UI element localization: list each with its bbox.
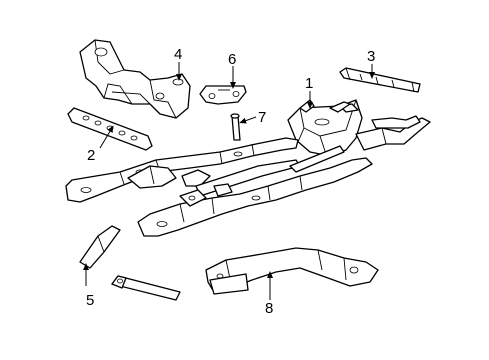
part-8-side-rail	[205, 247, 379, 295]
callout-1: 1	[305, 75, 313, 92]
leader-7	[239, 116, 257, 124]
part-2-crossmember-bar	[67, 107, 153, 151]
callout-3: 3	[367, 48, 375, 65]
part-6-bracket	[199, 85, 247, 105]
callout-2: 2	[87, 147, 95, 164]
part-1-main-frame	[65, 99, 431, 237]
part-7-pin	[230, 113, 241, 141]
callout-7: 7	[258, 109, 266, 126]
part-5-bracket-bar	[79, 225, 181, 301]
callout-8: 8	[265, 300, 273, 317]
part-4-crossmember-assembly	[79, 39, 191, 119]
callout-6: 6	[228, 51, 236, 68]
callout-5: 5	[86, 292, 94, 309]
part-3-rear-bar	[339, 67, 421, 93]
leader-2	[99, 125, 114, 149]
leader-lines	[83, 62, 375, 300]
callout-labels: 1 2 3 4 5 6 7 8	[86, 46, 375, 317]
callout-4: 4	[174, 46, 182, 63]
